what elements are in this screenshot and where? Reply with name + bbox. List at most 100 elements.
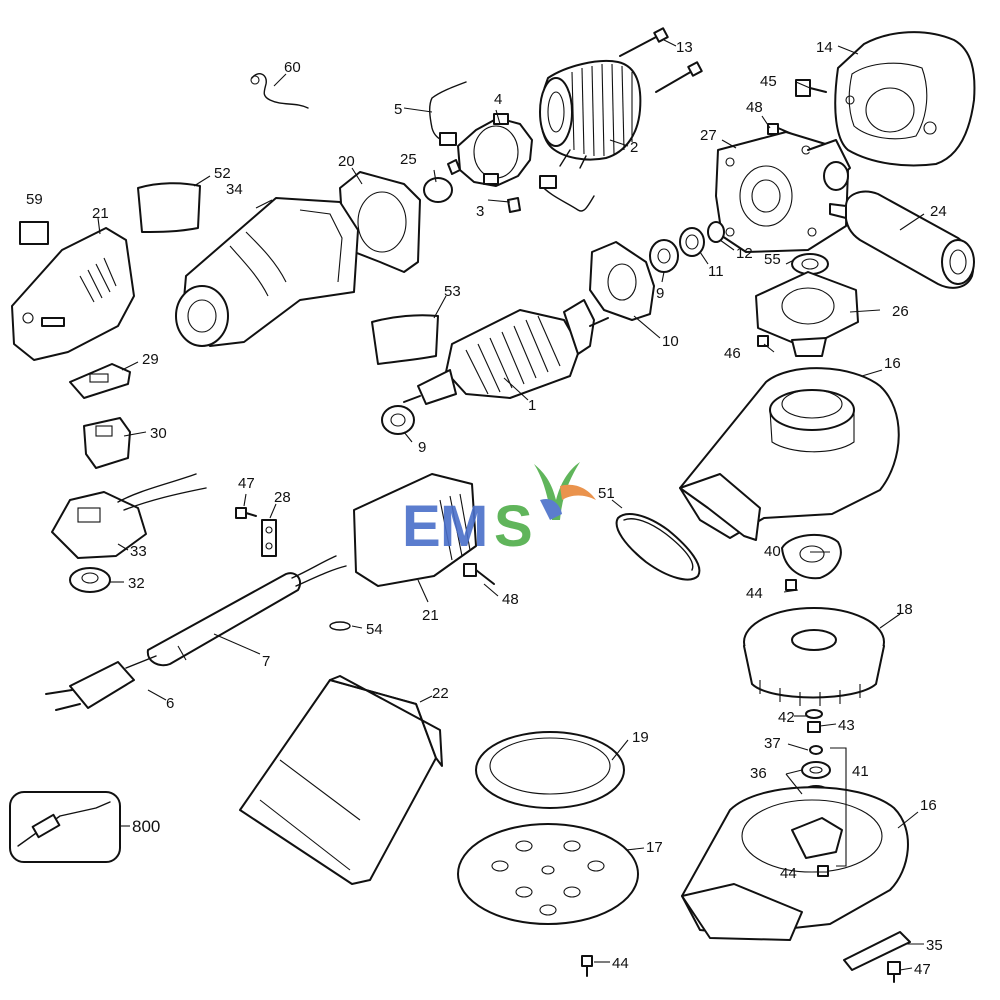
part-6-cord-plug bbox=[45, 655, 157, 711]
part-11-pinion bbox=[679, 227, 705, 257]
callout-2: 2 bbox=[630, 139, 638, 156]
watermark-letter-e: E bbox=[402, 494, 441, 559]
part-55-spindle bbox=[791, 253, 829, 275]
part-12-nut bbox=[707, 221, 725, 243]
callout-6: 6 bbox=[166, 695, 174, 712]
part-13-screws bbox=[619, 27, 703, 93]
callout-4: 4 bbox=[494, 91, 502, 108]
callout-27: 27 bbox=[700, 127, 717, 144]
callout-14: 14 bbox=[816, 39, 833, 56]
part-45-screw bbox=[795, 79, 827, 97]
callout-3: 3 bbox=[476, 203, 484, 220]
part-16-lower-shroud bbox=[681, 786, 909, 941]
callout-1: 1 bbox=[528, 397, 536, 414]
callout-28: 28 bbox=[274, 489, 291, 506]
part-27-gear-case bbox=[715, 131, 851, 253]
part-29-switch-cover bbox=[69, 363, 131, 399]
part-32-dial bbox=[69, 567, 111, 593]
callout-21-handle: 21 bbox=[422, 607, 439, 624]
part-42-washer bbox=[805, 709, 823, 719]
part-25-cap bbox=[423, 177, 453, 203]
callout-43: 43 bbox=[838, 717, 855, 734]
callout-32: 32 bbox=[128, 575, 145, 592]
part-54-oring bbox=[329, 621, 351, 631]
part-21-handle-housing bbox=[353, 473, 477, 587]
part-2-field bbox=[539, 60, 642, 169]
part-5-brush-lead bbox=[429, 81, 467, 146]
callout-54: 54 bbox=[366, 621, 383, 638]
callout-29: 29 bbox=[142, 351, 159, 368]
leader-lines bbox=[97, 39, 925, 971]
part-35-strip bbox=[843, 931, 911, 971]
part-22-dust-bag bbox=[239, 675, 443, 885]
callout-19: 19 bbox=[632, 729, 649, 746]
part-26-bearing-housing bbox=[755, 271, 859, 357]
part-7-cord-guard bbox=[146, 555, 347, 667]
part-37-ring bbox=[809, 745, 823, 755]
callout-47-right: 47 bbox=[914, 961, 931, 978]
callout-24: 24 bbox=[930, 203, 947, 220]
callout-17: 17 bbox=[646, 839, 663, 856]
callout-18: 18 bbox=[896, 601, 913, 618]
watermark-leaf-icon bbox=[534, 462, 580, 520]
callout-10: 10 bbox=[662, 333, 679, 350]
part-3-brush bbox=[447, 159, 595, 213]
part-47-screw-right bbox=[887, 961, 901, 983]
part-48-screw-lower bbox=[463, 563, 495, 585]
part-40-cam-plate bbox=[781, 533, 842, 580]
callout-34: 34 bbox=[226, 181, 243, 198]
part-43-screw bbox=[807, 721, 821, 733]
callout-37: 37 bbox=[764, 735, 781, 752]
part-28-clamp bbox=[261, 519, 277, 557]
part-10-bearing-plate bbox=[589, 241, 655, 321]
callout-40: 40 bbox=[764, 543, 781, 560]
callout-53: 53 bbox=[444, 283, 461, 300]
part-800-inset bbox=[9, 791, 121, 863]
callout-47-left: 47 bbox=[238, 475, 255, 492]
part-9-bearing-upper bbox=[649, 239, 679, 273]
callout-16-upper: 16 bbox=[884, 355, 901, 372]
watermark-blue-swoosh-icon bbox=[540, 498, 562, 520]
part-4-brush-holder bbox=[457, 113, 533, 187]
callout-5: 5 bbox=[394, 101, 402, 118]
callout-35: 35 bbox=[926, 937, 943, 954]
callout-labels: 1 2 3 4 5 6 7 9 9 10 11 12 13 14 16 16 1… bbox=[26, 39, 947, 978]
watermark-letter-s: S bbox=[494, 494, 533, 559]
callout-45: 45 bbox=[760, 73, 777, 90]
callout-30: 30 bbox=[150, 425, 167, 442]
callout-44-bottom: 44 bbox=[612, 955, 629, 972]
callout-41: 41 bbox=[852, 763, 869, 780]
part-33-switch-base bbox=[51, 473, 207, 559]
callout-60: 60 bbox=[284, 59, 301, 76]
callout-9-lower: 9 bbox=[418, 439, 426, 456]
part-47-screw-left bbox=[235, 507, 257, 519]
watermark-orange-swoosh-icon bbox=[560, 484, 596, 500]
callout-46: 46 bbox=[724, 345, 741, 362]
callout-59: 59 bbox=[26, 191, 43, 208]
callout-26: 26 bbox=[892, 303, 909, 320]
part-46-screw bbox=[757, 335, 769, 347]
part-18-fan bbox=[743, 607, 885, 706]
part-53-label bbox=[371, 314, 439, 365]
part-16-upper-shroud bbox=[679, 367, 900, 541]
part-44-screw-mid bbox=[785, 579, 797, 591]
callout-42: 42 bbox=[778, 709, 795, 726]
part-34-motor-housing bbox=[175, 197, 359, 347]
callout-48-lower: 48 bbox=[502, 591, 519, 608]
part-24-side-handle bbox=[829, 190, 975, 289]
part-1-armature bbox=[403, 299, 609, 405]
callout-22: 22 bbox=[432, 685, 449, 702]
part-14-gear-cover bbox=[834, 31, 976, 167]
callout-52: 52 bbox=[214, 165, 231, 182]
callout-25: 25 bbox=[400, 151, 417, 168]
part-19-ring bbox=[475, 731, 625, 809]
callout-55: 55 bbox=[764, 251, 781, 268]
part-30-switch bbox=[83, 417, 131, 469]
part-21-rear-housing bbox=[11, 227, 135, 361]
part-17-sanding-pad bbox=[457, 823, 639, 925]
callout-48-top: 48 bbox=[746, 99, 763, 116]
callout-12: 12 bbox=[736, 245, 753, 262]
callout-800: 800 bbox=[132, 817, 160, 836]
callout-7: 7 bbox=[262, 653, 270, 670]
part-44-screw-shroud bbox=[817, 865, 829, 877]
